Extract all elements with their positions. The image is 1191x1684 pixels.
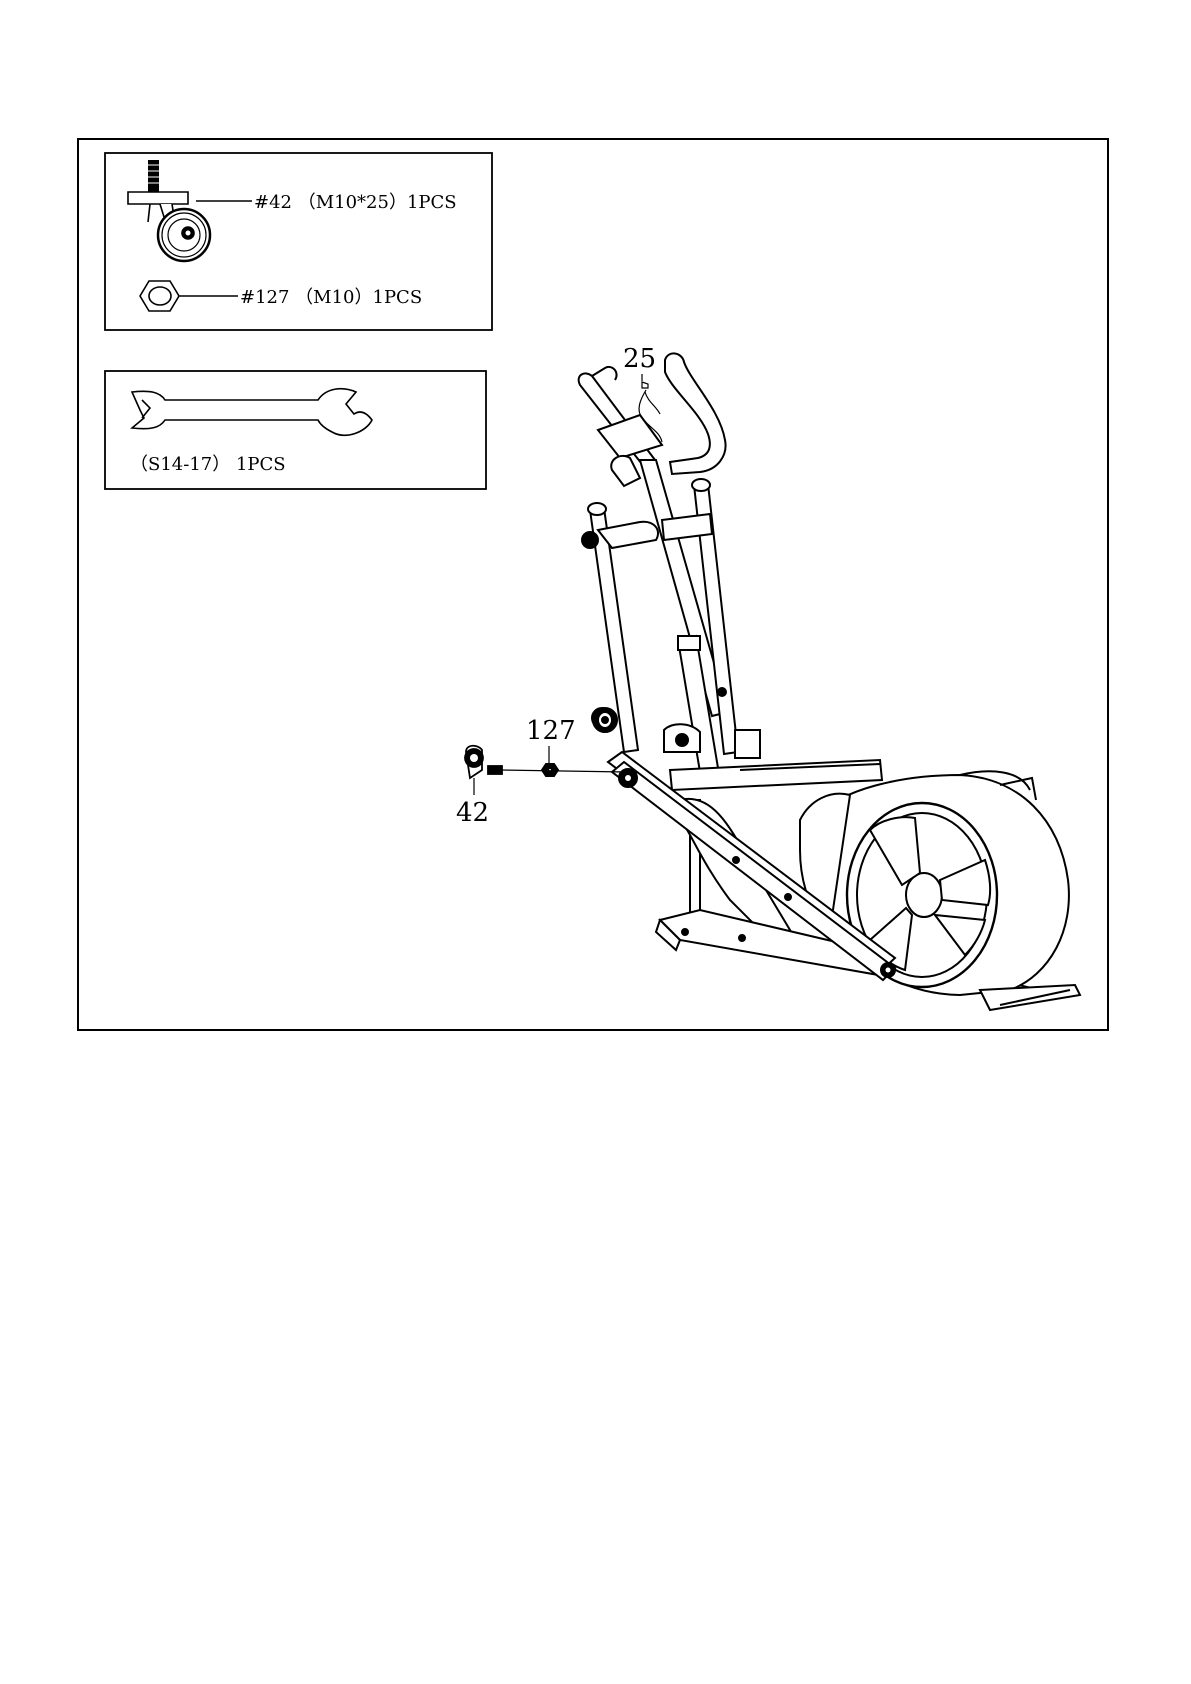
hardware-item-127-label: #127 （M10）1PCS [240, 287, 422, 308]
callout-25: 25 [623, 344, 656, 374]
callout-42: 42 [456, 798, 489, 828]
hex-nut-icon [140, 281, 238, 311]
open-end-wrench-icon [132, 389, 372, 435]
pivot-knob [593, 708, 617, 732]
elliptical-trainer-drawing [579, 353, 1080, 1010]
caster-wheel-icon [128, 160, 252, 261]
hardware-item-42-label: #42 （M10*25）1PCS [254, 192, 457, 213]
tool-label: （S14-17） 1PCS [130, 454, 286, 475]
hardware-panel: #42 （M10*25）1PCS #127 （M10）1PCS [105, 153, 492, 330]
tool-panel: （S14-17） 1PCS [105, 371, 486, 489]
callout-127: 127 [526, 716, 576, 746]
exploded-caster-42 [465, 746, 502, 778]
exploded-nut-127 [542, 764, 558, 776]
assembly-axis-line [500, 770, 626, 772]
